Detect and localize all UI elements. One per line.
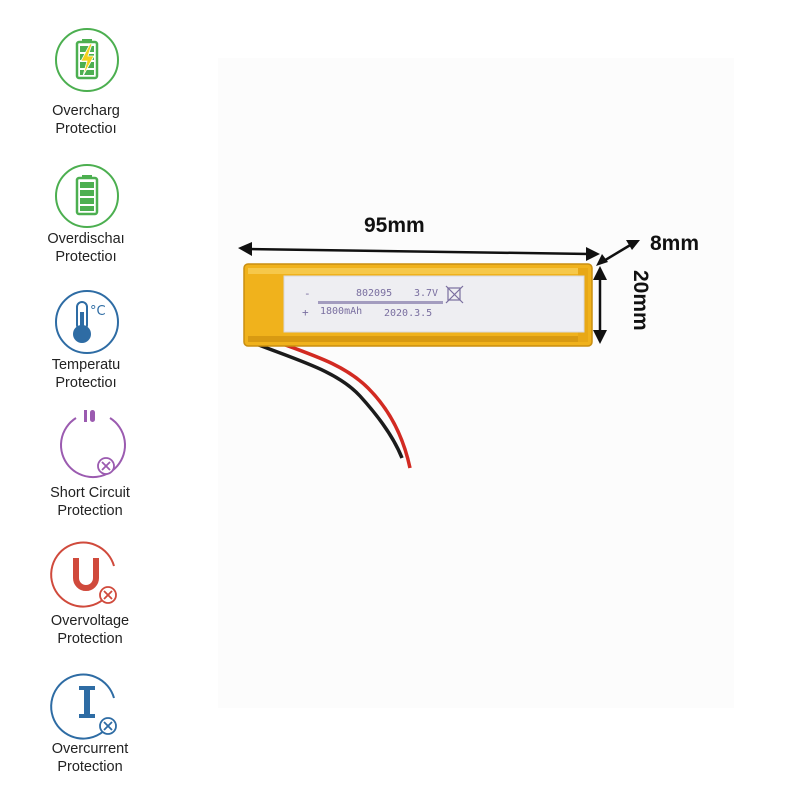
battery-full-icon bbox=[55, 164, 119, 228]
product-photo-background bbox=[218, 58, 734, 708]
battery-minus: - bbox=[304, 287, 311, 300]
thermometer-icon: °C bbox=[55, 290, 119, 354]
battery-date: 2020.3.5 bbox=[384, 308, 432, 319]
recycle-cross-icon bbox=[445, 285, 464, 304]
battery-charging-icon bbox=[55, 28, 119, 92]
black-wire bbox=[245, 338, 404, 459]
battery-voltage: 3.7V bbox=[414, 288, 438, 299]
length-label: 95mm bbox=[364, 214, 425, 237]
voltage-u-icon bbox=[50, 541, 117, 608]
feature-label: Overdischaı Protectioı bbox=[47, 231, 125, 265]
feature-label: Short Circuit Protection bbox=[50, 485, 130, 519]
feature-label: Temperatu Protectioı bbox=[51, 357, 121, 391]
width-label: 20mm bbox=[629, 270, 652, 331]
width-arrow bbox=[593, 266, 607, 344]
feature-label: Overvoltage Protection bbox=[50, 613, 130, 647]
battery-model: 802095 bbox=[356, 288, 392, 299]
thickness-label: 8mm bbox=[650, 232, 700, 255]
short-circuit-icon bbox=[60, 410, 126, 479]
current-i-icon bbox=[50, 673, 117, 740]
battery-plus: + bbox=[302, 306, 309, 319]
protection-features-column: Overcharg Protectioı Overdischaı Protect… bbox=[0, 0, 140, 800]
feature-label: Overcharg Protectioı bbox=[52, 103, 120, 137]
length-arrow bbox=[238, 242, 600, 261]
battery-capacity: 1800mAh bbox=[320, 306, 362, 317]
svg-text:°C: °C bbox=[90, 304, 106, 319]
barcode bbox=[318, 301, 443, 304]
thickness-arrow bbox=[596, 240, 640, 266]
feature-label: Overcurrent Protection bbox=[51, 741, 129, 775]
